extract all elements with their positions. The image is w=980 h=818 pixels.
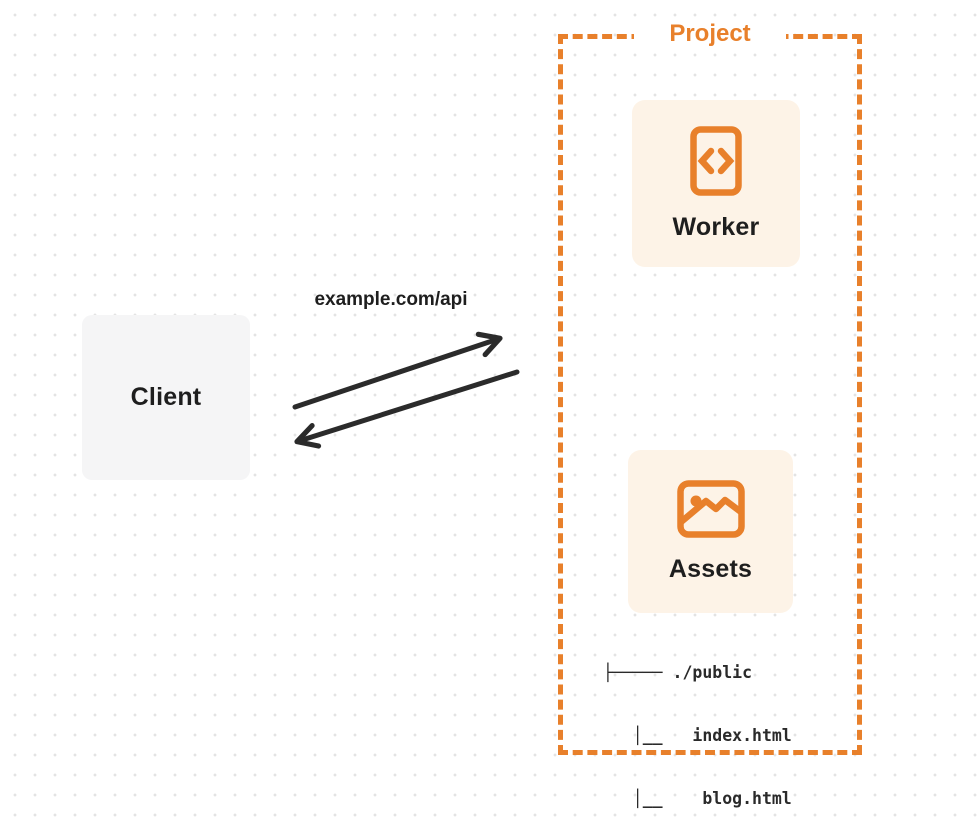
file-tree-line: │__ index.html [603,726,792,745]
file-tree: ├───── ./public │__ index.html │__ blog.… [603,620,792,818]
assets-label: Assets [668,554,753,583]
client-node: Client [82,315,250,480]
image-icon [676,479,745,538]
project-label: Project [634,20,786,48]
worker-node: Worker [632,100,800,267]
request-arrow [292,331,503,410]
worker-label: Worker [672,212,760,241]
request-url-label: example.com/api [314,289,468,310]
assets-node: Assets [628,450,793,613]
client-label: Client [130,383,202,411]
file-tree-line: │__ blog.html [603,789,792,808]
file-tree-line: ├───── ./public [603,663,753,682]
code-file-icon [690,125,742,196]
response-arrow [294,369,520,449]
